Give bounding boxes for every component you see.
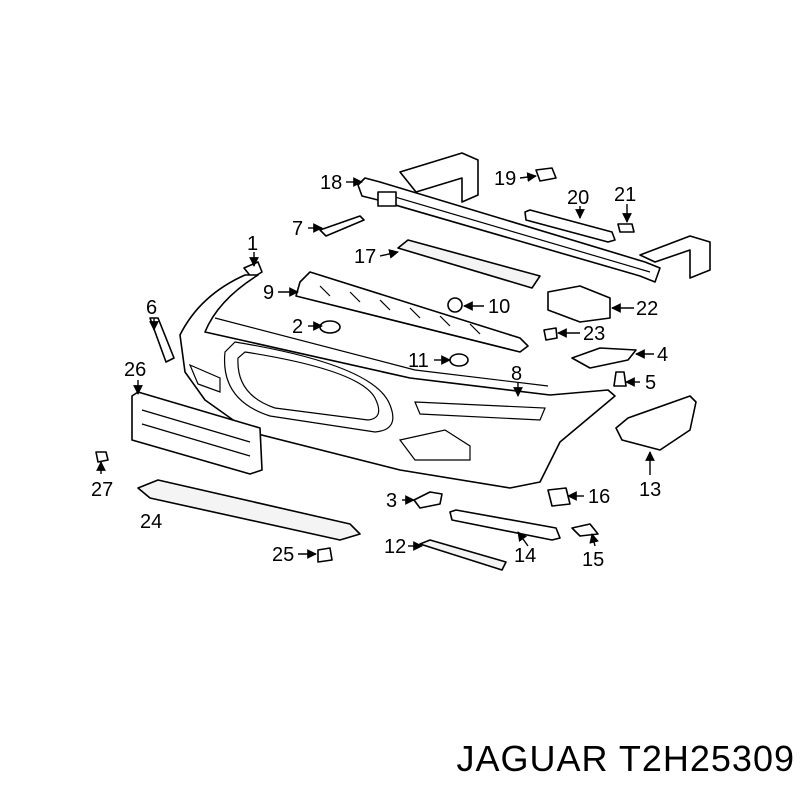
callout-labels: 1 2 3 4 5 6 7 8 9 10 11 12 13 14 15 16 1… xyxy=(91,168,668,571)
callout-2: 2 xyxy=(292,316,303,338)
callout-18: 18 xyxy=(320,172,342,194)
part-13-bracket xyxy=(615,395,697,451)
part-21-bolt xyxy=(617,223,635,233)
callout-14: 14 xyxy=(514,545,536,567)
part-20-bracket xyxy=(524,209,616,243)
part-24-deflector xyxy=(137,479,361,541)
callout-17: 17 xyxy=(354,246,376,268)
callout-7: 7 xyxy=(292,218,303,240)
part-17-absorber xyxy=(397,239,541,289)
part-22-bracket xyxy=(547,285,611,323)
part-2-clip xyxy=(319,320,341,334)
callout-20: 20 xyxy=(567,187,589,209)
part-27-bolt xyxy=(95,451,109,463)
part-15-bolt xyxy=(571,523,599,537)
callout-11: 11 xyxy=(408,350,429,372)
part-11-clip xyxy=(449,353,469,367)
callout-9: 9 xyxy=(263,282,274,304)
part-16-bracket xyxy=(547,487,571,507)
part-14-strip xyxy=(449,509,561,541)
callout-8: 8 xyxy=(511,363,522,385)
part-19-clip xyxy=(535,167,557,182)
part-10-clip xyxy=(447,297,463,313)
callout-4: 4 xyxy=(657,344,668,366)
callout-6: 6 xyxy=(146,297,157,319)
callout-19: 19 xyxy=(494,168,516,190)
part-4-bracket xyxy=(571,347,637,369)
callout-22: 22 xyxy=(636,298,658,320)
callout-25: 25 xyxy=(272,544,294,566)
part-12-strip xyxy=(419,539,507,571)
part-25-clip xyxy=(317,547,333,563)
part-23-screw xyxy=(543,327,558,341)
callout-15: 15 xyxy=(582,549,604,571)
callout-3: 3 xyxy=(386,490,397,512)
callout-23: 23 xyxy=(583,323,605,345)
callout-21: 21 xyxy=(614,184,636,206)
callout-1: 1 xyxy=(247,233,258,255)
bumper-cover xyxy=(179,274,616,489)
part-number-caption: JAGUAR T2H25309 xyxy=(456,738,795,779)
callout-16: 16 xyxy=(588,486,610,508)
callout-24: 24 xyxy=(140,511,162,533)
part-3-bracket xyxy=(413,491,443,509)
callout-13: 13 xyxy=(639,479,661,501)
callout-5: 5 xyxy=(645,372,656,394)
callout-27: 27 xyxy=(91,479,113,501)
callout-12: 12 xyxy=(384,536,406,558)
callout-26: 26 xyxy=(124,359,146,381)
part-18-reinforcement-beam xyxy=(357,152,711,283)
part-5-bolt xyxy=(613,371,627,387)
part-7-rod xyxy=(319,215,365,237)
leader-lines xyxy=(96,172,655,559)
callout-10: 10 xyxy=(488,296,510,318)
